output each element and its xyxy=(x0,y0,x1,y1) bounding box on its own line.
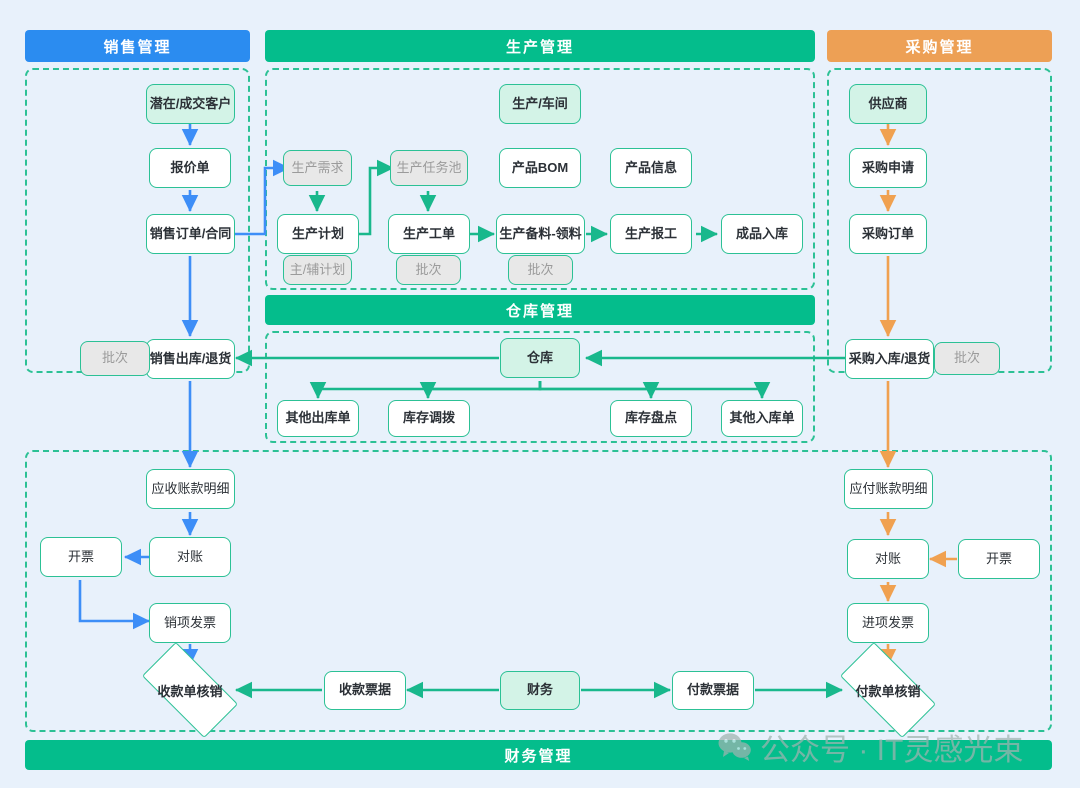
node-stock-transfer[interactable]: 库存调拨 xyxy=(388,400,470,437)
node-other-inbound[interactable]: 其他入库单 xyxy=(721,400,803,437)
node-workorder-batch[interactable]: 批次 xyxy=(396,255,461,285)
node-label: 付款单核销 xyxy=(855,683,921,699)
section-header-purchase: 采购管理 xyxy=(827,30,1052,62)
node-production-task-pool[interactable]: 生产任务池 xyxy=(390,150,468,186)
node-potential-customer[interactable]: 潜在/成交客户 xyxy=(146,84,235,124)
node-production-reporting[interactable]: 生产报工 xyxy=(610,214,692,254)
node-purchase-inbound[interactable]: 采购入库/退货 xyxy=(845,339,934,379)
node-receipt-voucher[interactable]: 收款票据 xyxy=(324,671,406,710)
node-product-info[interactable]: 产品信息 xyxy=(610,148,692,188)
node-warehouse[interactable]: 仓库 xyxy=(500,338,580,378)
node-production-plan[interactable]: 生产计划 xyxy=(277,214,359,254)
node-quotation[interactable]: 报价单 xyxy=(149,148,231,188)
node-label: 收款单核销 xyxy=(157,683,223,699)
node-ar-reconciliation[interactable]: 对账 xyxy=(149,537,231,577)
node-material-batch[interactable]: 批次 xyxy=(508,255,573,285)
node-other-outbound[interactable]: 其他出库单 xyxy=(277,400,359,437)
node-ar-issue-invoice[interactable]: 开票 xyxy=(40,537,122,577)
node-workshop[interactable]: 生产/车间 xyxy=(499,84,581,124)
group-frame-finance xyxy=(25,450,1052,732)
node-receipt-writeoff[interactable]: 收款单核销 xyxy=(141,641,239,739)
node-payment-voucher[interactable]: 付款票据 xyxy=(672,671,754,710)
node-purchase-request[interactable]: 采购申请 xyxy=(849,148,927,188)
node-payment-writeoff[interactable]: 付款单核销 xyxy=(839,641,937,739)
node-ar-detail[interactable]: 应收账款明细 xyxy=(146,469,235,509)
node-production-demand[interactable]: 生产需求 xyxy=(283,150,352,186)
section-header-finance: 财务管理 xyxy=(25,740,1052,770)
node-plan-type[interactable]: 主/辅计划 xyxy=(283,255,352,285)
node-purchase-order[interactable]: 采购订单 xyxy=(849,214,927,254)
node-purchase-batch[interactable]: 批次 xyxy=(934,342,1000,375)
node-ap-reconciliation[interactable]: 对账 xyxy=(847,539,929,579)
node-sales-batch[interactable]: 批次 xyxy=(80,341,150,376)
node-output-invoice[interactable]: 销项发票 xyxy=(149,603,231,643)
node-finance-center[interactable]: 财务 xyxy=(500,671,580,710)
node-sales-outbound[interactable]: 销售出库/退货 xyxy=(146,339,235,379)
node-product-bom[interactable]: 产品BOM xyxy=(499,148,581,188)
group-frame-warehouse xyxy=(265,331,815,443)
section-header-sales: 销售管理 xyxy=(25,30,250,62)
node-finished-goods-inbound[interactable]: 成品入库 xyxy=(721,214,803,254)
section-header-production: 生产管理 xyxy=(265,30,815,62)
node-ap-issue-invoice[interactable]: 开票 xyxy=(958,539,1040,579)
node-ap-detail[interactable]: 应付账款明细 xyxy=(844,469,933,509)
node-production-material-picking[interactable]: 生产备料-领料 xyxy=(496,214,585,254)
section-header-warehouse: 仓库管理 xyxy=(265,295,815,325)
node-supplier[interactable]: 供应商 xyxy=(849,84,927,124)
node-sales-order[interactable]: 销售订单/合同 xyxy=(146,214,235,254)
node-stock-count[interactable]: 库存盘点 xyxy=(610,400,692,437)
node-production-workorder[interactable]: 生产工单 xyxy=(388,214,470,254)
node-input-invoice[interactable]: 进项发票 xyxy=(847,603,929,643)
